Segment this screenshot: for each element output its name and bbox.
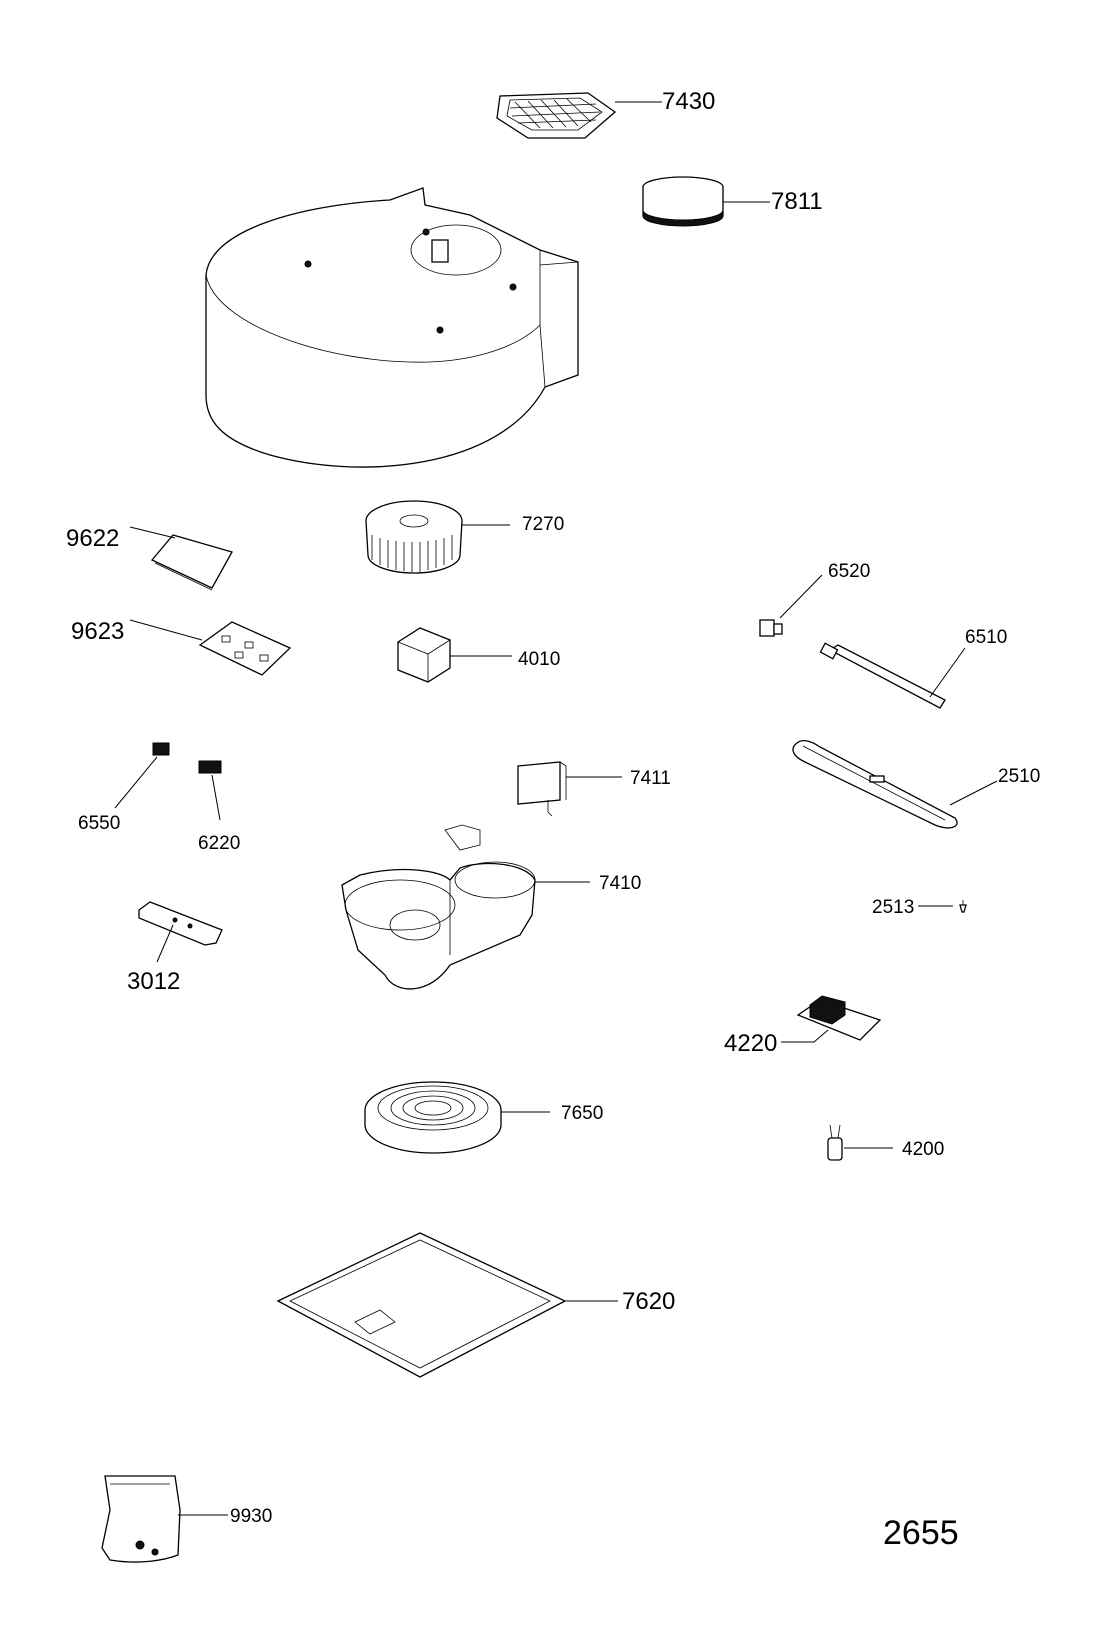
accessory-bag-9930 xyxy=(101,1475,228,1563)
hood-body xyxy=(205,187,579,468)
label-7270: 7270 xyxy=(522,514,565,535)
label-4200: 4200 xyxy=(902,1139,945,1160)
grille-7430 xyxy=(496,92,662,139)
switch-4010 xyxy=(397,627,512,683)
label-7430: 7430 xyxy=(662,88,716,115)
label-9622: 9622 xyxy=(66,525,120,552)
screw-2513 xyxy=(918,900,967,913)
label-2510: 2510 xyxy=(998,766,1041,787)
grease-filter-7620 xyxy=(276,1232,618,1378)
label-4220: 4220 xyxy=(724,1030,778,1057)
label-7620: 7620 xyxy=(622,1288,676,1315)
lamp-cover-2510 xyxy=(792,740,998,829)
label-3012: 3012 xyxy=(127,968,181,995)
cover-plate-9622 xyxy=(129,526,233,591)
fan-wheel-7270 xyxy=(365,500,510,574)
label-9623: 9623 xyxy=(71,618,125,645)
label-2513: 2513 xyxy=(872,897,915,918)
lamp-holder-6520 xyxy=(759,574,823,637)
label-7650: 7650 xyxy=(561,1103,604,1124)
connector-6550 xyxy=(114,742,170,809)
label-6510: 6510 xyxy=(965,627,1008,648)
control-panel-3012 xyxy=(138,901,223,963)
ring-7811 xyxy=(642,176,770,227)
label-7811: 7811 xyxy=(771,188,823,215)
label-7410: 7410 xyxy=(599,873,642,894)
page-number: 2655 xyxy=(883,1514,959,1552)
bracket-7411 xyxy=(517,761,622,817)
label-6520: 6520 xyxy=(828,561,871,582)
label-7411: 7411 xyxy=(630,768,671,789)
label-9930: 9930 xyxy=(230,1506,273,1527)
carbon-filter-7650 xyxy=(364,1081,550,1154)
switch-6220 xyxy=(198,760,222,821)
label-6550: 6550 xyxy=(78,813,121,834)
lamp-tube-6510 xyxy=(819,642,966,709)
fan-housing-7410 xyxy=(341,824,590,990)
label-6220: 6220 xyxy=(198,833,241,854)
capacitor-4200 xyxy=(827,1124,893,1161)
label-4010: 4010 xyxy=(518,649,561,670)
transformer-4220 xyxy=(781,995,882,1043)
circuit-board-9623 xyxy=(129,619,292,676)
